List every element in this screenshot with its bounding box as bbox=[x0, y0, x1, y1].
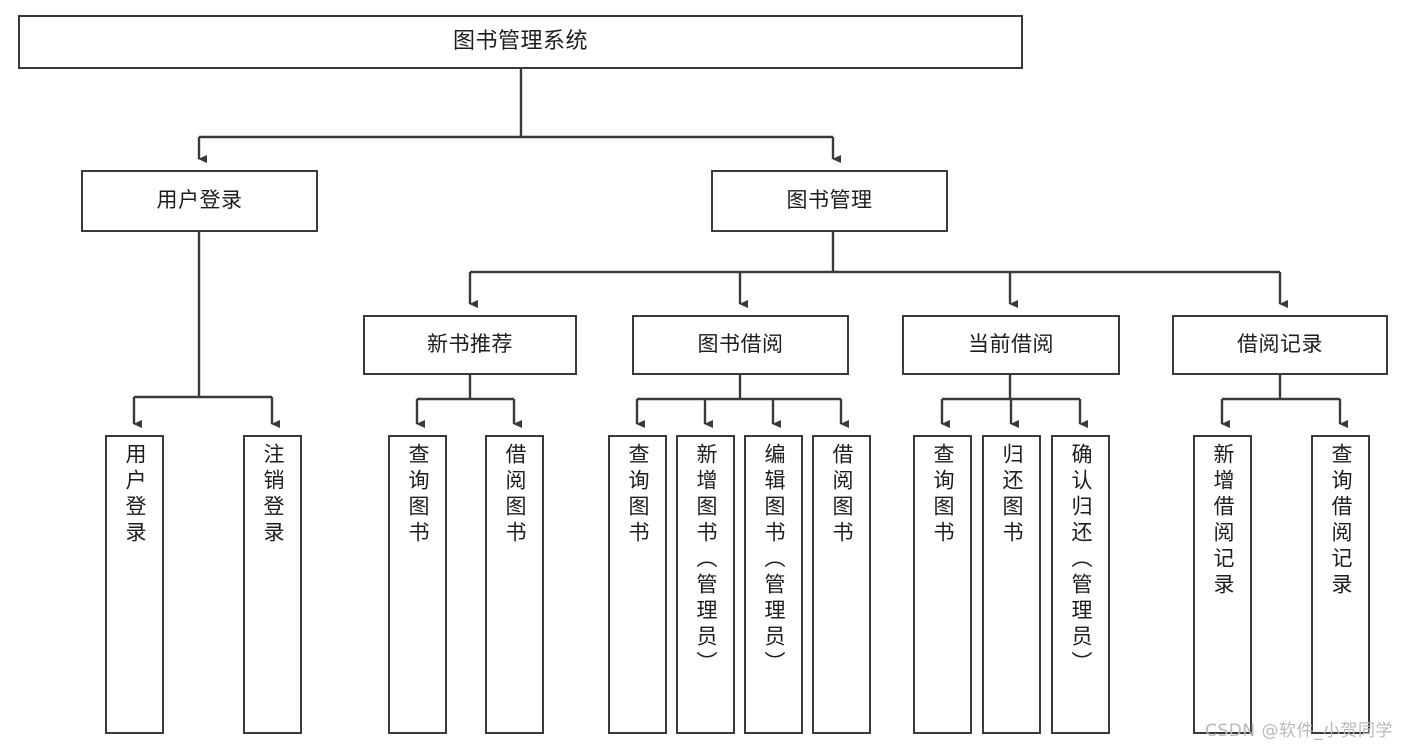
node-label: 新增图书（管理员） bbox=[694, 443, 718, 677]
node-user-login[interactable]: 用户登录 bbox=[81, 170, 318, 232]
node-new-book-recommend[interactable]: 新书推荐 bbox=[363, 315, 577, 375]
csdn-watermark: CSDN @软件_小贺同学 bbox=[1205, 721, 1393, 741]
node-label: 编辑图书（管理员） bbox=[762, 443, 786, 677]
leaf-borrow-add-book-admin[interactable]: 新增图书（管理员） bbox=[676, 435, 735, 734]
node-label: 注销登录 bbox=[261, 443, 285, 547]
node-label: 查询借阅记录 bbox=[1329, 443, 1353, 599]
node-label: 确认归还（管理员） bbox=[1069, 443, 1093, 677]
node-label: 新增借阅记录 bbox=[1211, 443, 1235, 599]
node-book-borrow[interactable]: 图书借阅 bbox=[632, 315, 849, 375]
node-label: 图书管理系统 bbox=[452, 28, 588, 54]
leaf-new-book-borrow-book[interactable]: 借阅图书 bbox=[485, 435, 544, 734]
leaf-new-book-query-book[interactable]: 查询图书 bbox=[388, 435, 447, 734]
leaf-record-query-borrow-record[interactable]: 查询借阅记录 bbox=[1311, 435, 1370, 734]
leaf-current-return-book[interactable]: 归还图书 bbox=[982, 435, 1041, 734]
leaf-user-login-login[interactable]: 用户登录 bbox=[105, 435, 164, 734]
node-label: 当前借阅 bbox=[968, 332, 1054, 357]
leaf-borrow-query-book[interactable]: 查询图书 bbox=[608, 435, 667, 734]
node-label: 查询图书 bbox=[406, 443, 430, 547]
leaf-record-add-borrow-record[interactable]: 新增借阅记录 bbox=[1193, 435, 1252, 734]
node-label: 图书管理 bbox=[786, 188, 873, 213]
node-label: 借阅图书 bbox=[503, 443, 527, 547]
leaf-borrow-borrow-book[interactable]: 借阅图书 bbox=[812, 435, 871, 734]
node-label: 用户登录 bbox=[123, 443, 147, 547]
node-label: 新书推荐 bbox=[427, 332, 513, 357]
node-label: 用户登录 bbox=[156, 188, 243, 213]
node-current-borrow[interactable]: 当前借阅 bbox=[902, 315, 1120, 375]
node-book-management[interactable]: 图书管理 bbox=[711, 170, 948, 232]
leaf-borrow-edit-book-admin[interactable]: 编辑图书（管理员） bbox=[744, 435, 803, 734]
node-label: 借阅记录 bbox=[1237, 332, 1323, 357]
node-borrow-record[interactable]: 借阅记录 bbox=[1172, 315, 1388, 375]
leaf-user-login-logout[interactable]: 注销登录 bbox=[243, 435, 302, 734]
node-label: 图书借阅 bbox=[697, 332, 784, 357]
leaf-current-query-book[interactable]: 查询图书 bbox=[913, 435, 972, 734]
node-root-book-management-system[interactable]: 图书管理系统 bbox=[18, 15, 1023, 69]
leaf-current-confirm-return-admin[interactable]: 确认归还（管理员） bbox=[1051, 435, 1110, 734]
node-label: 查询图书 bbox=[931, 443, 955, 547]
node-label: 查询图书 bbox=[626, 443, 650, 547]
node-label: 归还图书 bbox=[1000, 443, 1024, 547]
node-label: 借阅图书 bbox=[830, 443, 854, 547]
